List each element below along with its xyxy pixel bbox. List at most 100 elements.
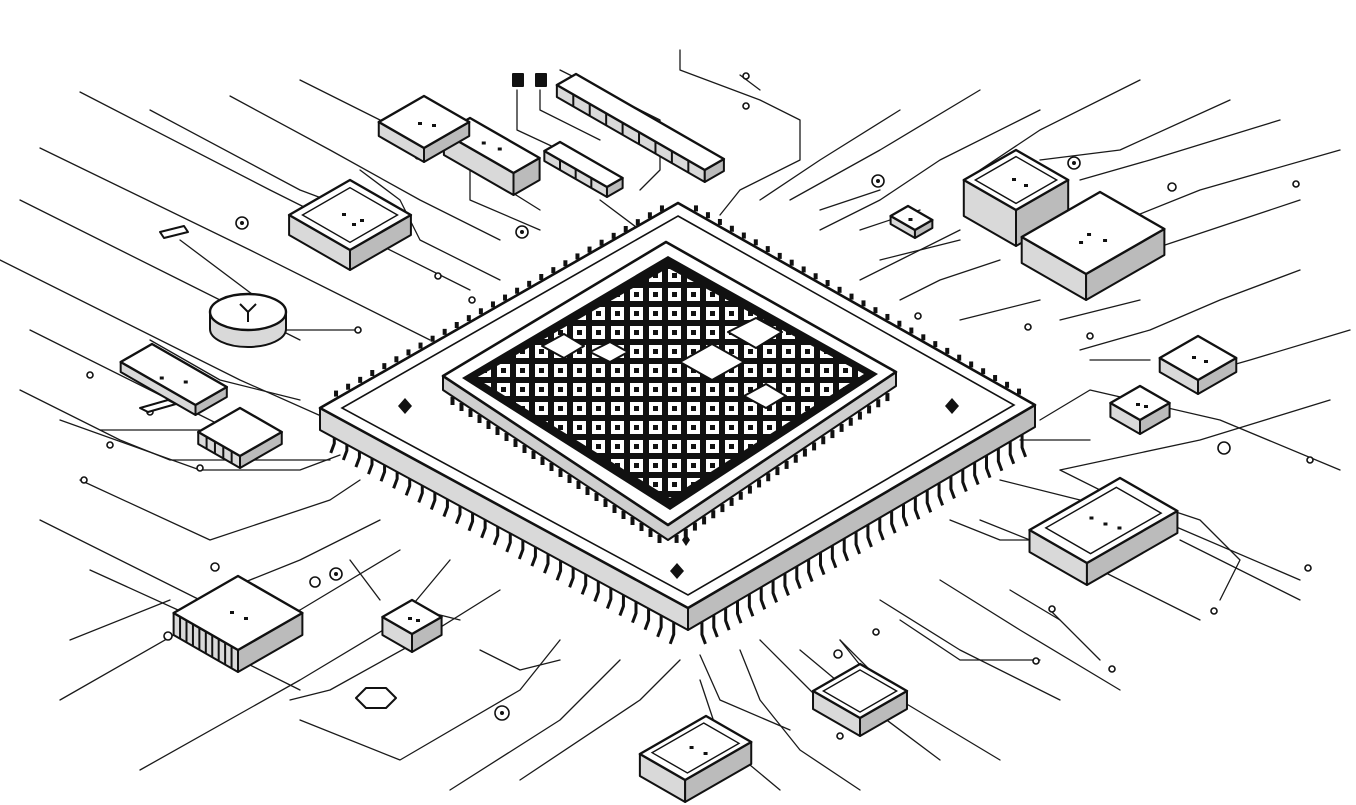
heatspreader-tooth (450, 397, 455, 405)
heatspreader-tooth (495, 427, 500, 435)
trace (1039, 389, 1341, 471)
via-pad (742, 102, 750, 110)
processor-pin-right (973, 459, 980, 486)
via-hole (1072, 161, 1076, 165)
processor-pin-top (575, 253, 580, 260)
connector-left-marking-dot (159, 376, 164, 380)
heatspreader-tooth (486, 421, 491, 429)
processor-pin-top (611, 232, 616, 239)
marker-bottom (670, 563, 684, 579)
heatspreader-tooth (692, 522, 697, 531)
processor-pin-top (490, 301, 495, 308)
trace (899, 619, 1041, 661)
heatspreader-tooth (702, 516, 707, 525)
trace (0, 259, 331, 421)
via-pad (1024, 323, 1032, 331)
marker-left (398, 398, 412, 414)
trace (179, 239, 261, 301)
heatspreader-tooth (802, 448, 807, 457)
via-pad (1292, 180, 1300, 188)
trace (699, 654, 791, 731)
processor-pin-top (741, 232, 746, 239)
trace (139, 559, 451, 771)
via-pad (1086, 332, 1094, 340)
heatspreader-tooth (630, 517, 635, 525)
via-pad (1032, 657, 1040, 665)
heatspreader-tooth (830, 430, 835, 439)
processor-pin-right (949, 473, 956, 499)
processor-pin-right (913, 494, 921, 520)
trace (819, 189, 881, 211)
chip-bottom-center-marking-dot (703, 752, 708, 755)
processor-pin-left (580, 569, 588, 595)
trace (679, 49, 801, 216)
chip-bottom-center-top (638, 714, 753, 782)
processor-pin-top (382, 363, 387, 370)
module-right-large-b-marking-dot (1103, 239, 1108, 242)
processor-pin-top (981, 368, 986, 375)
connector-left-marking-dot (183, 380, 188, 384)
die-block-2 (727, 317, 783, 349)
processor-pin-top (921, 334, 926, 341)
heatspreader-tooth (821, 436, 826, 445)
small-ic-top (543, 140, 624, 198)
processor-pin-top (837, 286, 842, 293)
module-right-lower-marking-dot (1117, 526, 1122, 530)
ic-left-small-top (197, 406, 283, 458)
processor-pin-top (442, 328, 447, 335)
heatspreader-tooth (657, 535, 662, 543)
heatspreader-tooth (585, 487, 590, 495)
chip-bottom-left-marking-dot (230, 611, 234, 614)
processor-pin-top (466, 315, 471, 322)
processor-pin-top (897, 320, 902, 327)
trace (759, 639, 821, 701)
capacitor-block-top-marking-dot (481, 141, 486, 145)
processor-pin-left (593, 576, 600, 602)
processor-pin-top (789, 259, 794, 266)
processor-pin-top (705, 212, 710, 219)
heatspreader-tooth (784, 460, 789, 469)
processor-pin-right (736, 598, 743, 624)
module-right-large-b (1020, 190, 1166, 301)
chip-bottom-mid-marking-dot (416, 619, 420, 622)
processor-pin-top (334, 390, 339, 397)
trace (949, 519, 1041, 541)
trace (39, 519, 381, 601)
chip-left-upper-marking-dot (342, 213, 346, 216)
processor-pin-top (765, 246, 770, 253)
trace (1179, 539, 1301, 601)
heatspreader-tooth (576, 481, 581, 489)
processor-pin-right (700, 619, 707, 645)
trace (939, 579, 1121, 691)
heatspreader-tooth (857, 411, 862, 420)
trace (1079, 269, 1301, 351)
processor-pin-right (961, 466, 968, 493)
processor-pin-top (406, 349, 411, 356)
chip-right-mid (1109, 384, 1171, 435)
trace (759, 109, 901, 201)
processor-pin-top (539, 274, 544, 280)
processor-pin-right (819, 549, 826, 576)
chip-bottom-right-inset (821, 669, 899, 713)
via-hole (334, 572, 338, 576)
via-pad (1108, 665, 1116, 673)
processor-pin-left (605, 583, 613, 610)
processor-pin-top (430, 335, 435, 342)
connector-top-left-marking-dot (432, 124, 436, 127)
heatspreader-tooth (639, 523, 644, 531)
trace (479, 649, 561, 671)
die-block-4 (589, 341, 629, 363)
via-pad (354, 326, 362, 334)
processor-pin-top (753, 239, 758, 246)
processor-pin-right (866, 522, 873, 548)
trace (899, 259, 1001, 301)
via-pad (1306, 456, 1314, 464)
resistor-left (159, 225, 189, 239)
marker-right (945, 398, 959, 414)
processor-pin-top (729, 225, 734, 232)
heatspreader-tooth (848, 417, 853, 426)
processor-pin-top (1017, 388, 1022, 395)
trace (289, 589, 501, 701)
module-right-large (962, 148, 1070, 247)
heatspreader-tooth (839, 423, 844, 432)
